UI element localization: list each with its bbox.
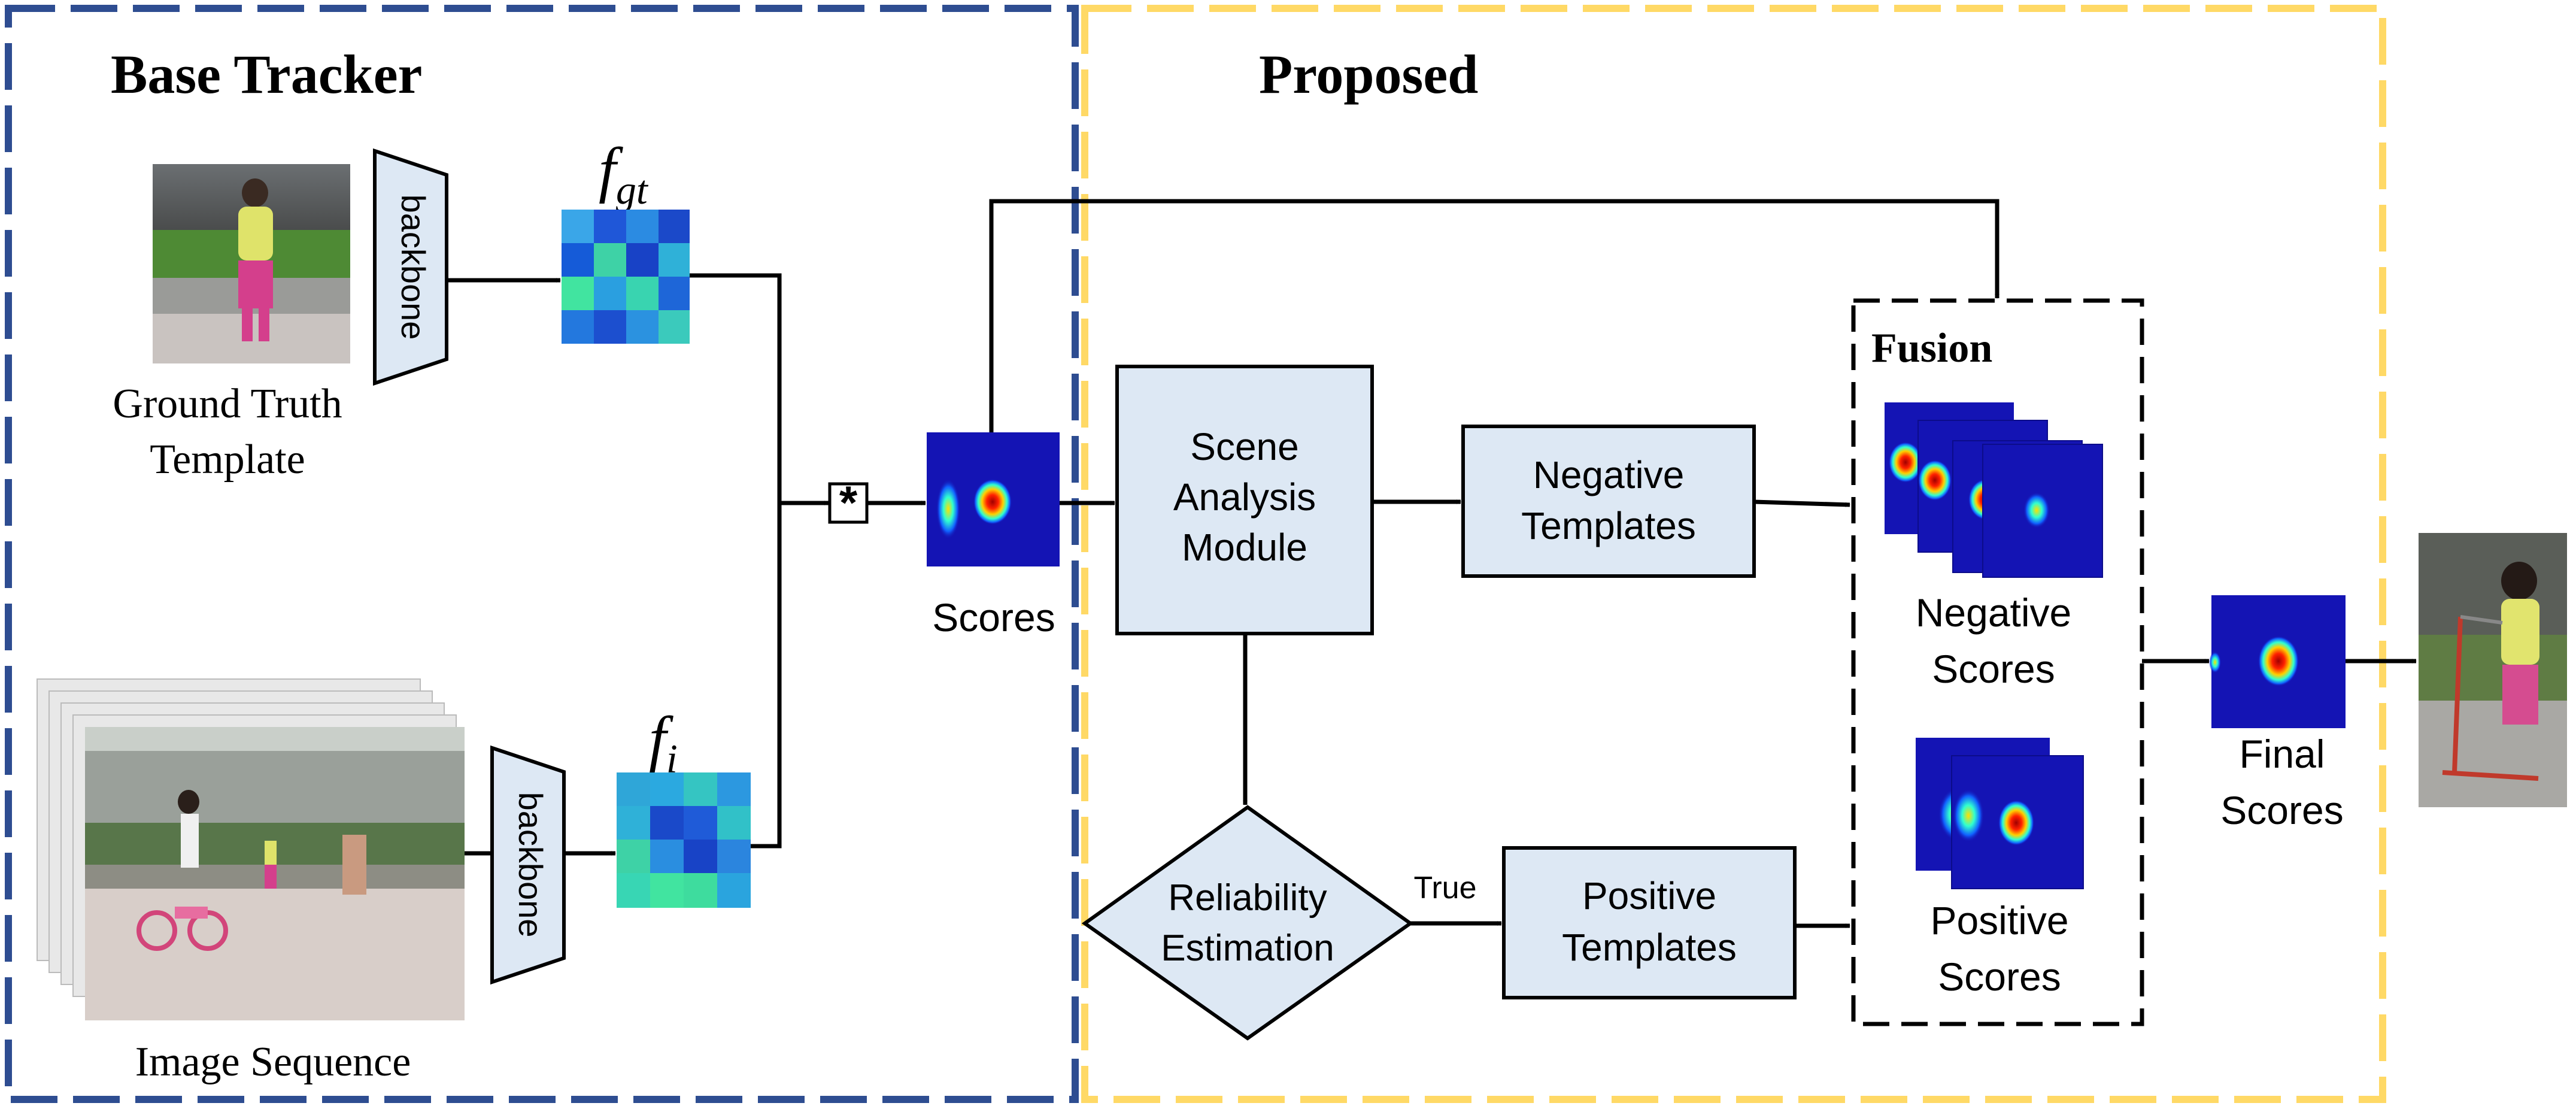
- svg-text:*: *: [839, 476, 858, 529]
- svg-text:Scene: Scene: [1190, 425, 1298, 468]
- final-scores-heatmap: [2209, 595, 2346, 728]
- fusion-box: [1851, 298, 2144, 1026]
- tracking-result-image: [2419, 533, 2567, 807]
- neg-scores-line1: Negative: [1916, 590, 2072, 635]
- arrow-negative-to-fusion: [1753, 499, 1850, 507]
- f-gt-feature-map: [562, 210, 690, 344]
- ground-truth-template-image: [153, 164, 350, 363]
- svg-text:Negative: Negative: [1533, 453, 1685, 496]
- image-sequence-stack: [37, 678, 465, 1020]
- svg-text:Templates: Templates: [1521, 504, 1696, 547]
- backbone-bottom: backbone: [490, 745, 566, 985]
- f-i-label: fi: [649, 704, 678, 781]
- base-tracker-title: Base Tracker: [111, 44, 422, 105]
- fusion-title: Fusion: [1871, 325, 1992, 371]
- scores-label: Scores: [932, 595, 1055, 640]
- f-i-feature-map: [617, 772, 751, 908]
- gt-caption-line2: Template: [150, 437, 305, 483]
- scene-analysis-module: Scene Analysis Module: [1115, 365, 1374, 635]
- svg-text:Templates: Templates: [1562, 926, 1737, 969]
- pos-scores-line2: Scores: [1938, 955, 2061, 999]
- final-scores-line1: Final: [2239, 732, 2325, 776]
- svg-text:Module: Module: [1182, 526, 1307, 569]
- negative-templates-box: Negative Templates: [1461, 425, 1756, 578]
- proposed-title: Proposed: [1259, 44, 1478, 105]
- negative-scores-stack: [1885, 402, 2103, 578]
- svg-text:Estimation: Estimation: [1161, 928, 1334, 969]
- neg-scores-line2: Scores: [1932, 647, 2055, 691]
- connector-fi-to-corr: [751, 503, 782, 849]
- pos-scores-line1: Positive: [1930, 898, 2068, 943]
- base-tracker-frame: [5, 5, 1079, 1103]
- gt-caption-line1: Ground Truth: [113, 381, 342, 427]
- positive-scores-stack: [1916, 738, 2084, 889]
- backbone-top-label: backbone: [395, 195, 432, 340]
- arrow-scores-to-fusion: [989, 199, 1999, 432]
- scores-heatmap: [927, 432, 1060, 566]
- positive-templates-box: Positive Templates: [1502, 846, 1797, 999]
- backbone-top: backbone: [373, 148, 448, 386]
- svg-text:Analysis: Analysis: [1173, 475, 1316, 519]
- backbone-bottom-label: backbone: [512, 792, 550, 938]
- f-gt-label: fgt: [599, 135, 649, 213]
- svg-text:Reliability: Reliability: [1168, 877, 1327, 919]
- correlation-operator: *: [828, 476, 869, 529]
- final-scores-line2: Scores: [2220, 788, 2343, 832]
- connector-fgt-to-corr: [690, 273, 782, 503]
- image-sequence-caption: Image Sequence: [135, 1039, 411, 1085]
- svg-text:Positive: Positive: [1582, 874, 1716, 917]
- proposed-frame: [1081, 5, 2386, 1103]
- reliability-estimation: Reliability Estimation: [1081, 805, 1414, 1041]
- true-label: True: [1414, 871, 1477, 905]
